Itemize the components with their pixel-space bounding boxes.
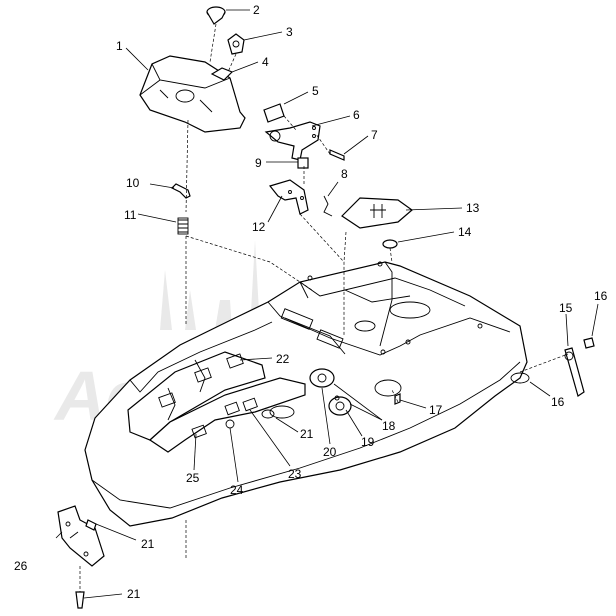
- callout-15: 15: [559, 301, 573, 315]
- callout-14: 14: [458, 225, 472, 239]
- callout-26: 26: [14, 559, 28, 573]
- part-6-bracket: [264, 121, 321, 161]
- part-12-bracket: [268, 179, 309, 215]
- callout-labels: 1 2 3 4 5 6 7 8 9 10 11 12 13 14 15 16 1…: [14, 3, 608, 601]
- callout-11: 11: [124, 208, 137, 222]
- callout-6: 6: [353, 108, 360, 122]
- callout-10: 10: [126, 176, 140, 190]
- callout-8: 8: [341, 167, 348, 181]
- callout-21-panel: 21: [300, 427, 314, 441]
- part-2-bulb: [206, 6, 226, 25]
- callout-21-bottom: 21: [127, 587, 141, 601]
- callout-1: 1: [116, 39, 123, 53]
- callout-17: 17: [429, 403, 443, 417]
- part-5-plate: [263, 103, 285, 123]
- callout-7: 7: [371, 128, 378, 142]
- part-15-strut: [564, 347, 585, 397]
- callout-4: 4: [262, 55, 269, 69]
- part-14-grommet: [382, 239, 398, 249]
- part-26-bracket: [57, 505, 105, 567]
- part-11-spring: [177, 217, 189, 235]
- callout-9: 9: [255, 156, 262, 170]
- part-21-fasteners: [75, 519, 97, 609]
- part-10-pin: [170, 183, 191, 199]
- part-1-rear-hood: [139, 55, 246, 133]
- callout-21-bracket: 21: [141, 537, 155, 551]
- part-8-spring: [323, 195, 333, 217]
- callout-16-bottom: 16: [551, 395, 565, 409]
- callout-24: 24: [230, 483, 244, 497]
- parts-18-19-20: [309, 368, 352, 416]
- callout-5: 5: [312, 84, 319, 98]
- callout-23: 23: [288, 467, 302, 481]
- part-3-socket: [227, 33, 245, 55]
- callout-20: 20: [323, 445, 337, 459]
- callout-13: 13: [466, 201, 480, 215]
- callout-16-top: 16: [594, 289, 608, 303]
- callout-18: 18: [382, 419, 396, 433]
- instrument-panel: [127, 351, 306, 453]
- part-7-screw: [329, 149, 345, 161]
- leader-lines: [55, 9, 599, 599]
- part-13-panel: [341, 197, 413, 229]
- assembly-lines: [79, 23, 569, 592]
- hood-body: [84, 261, 530, 527]
- callout-3: 3: [286, 25, 293, 39]
- part-9-nut: [297, 157, 309, 169]
- part-17-screw: [394, 393, 401, 405]
- callout-19: 19: [361, 435, 375, 449]
- callout-25: 25: [186, 471, 200, 485]
- callout-12: 12: [252, 220, 266, 234]
- part-16-bolt: [583, 337, 595, 349]
- callout-2: 2: [253, 3, 260, 17]
- callout-22: 22: [276, 352, 290, 366]
